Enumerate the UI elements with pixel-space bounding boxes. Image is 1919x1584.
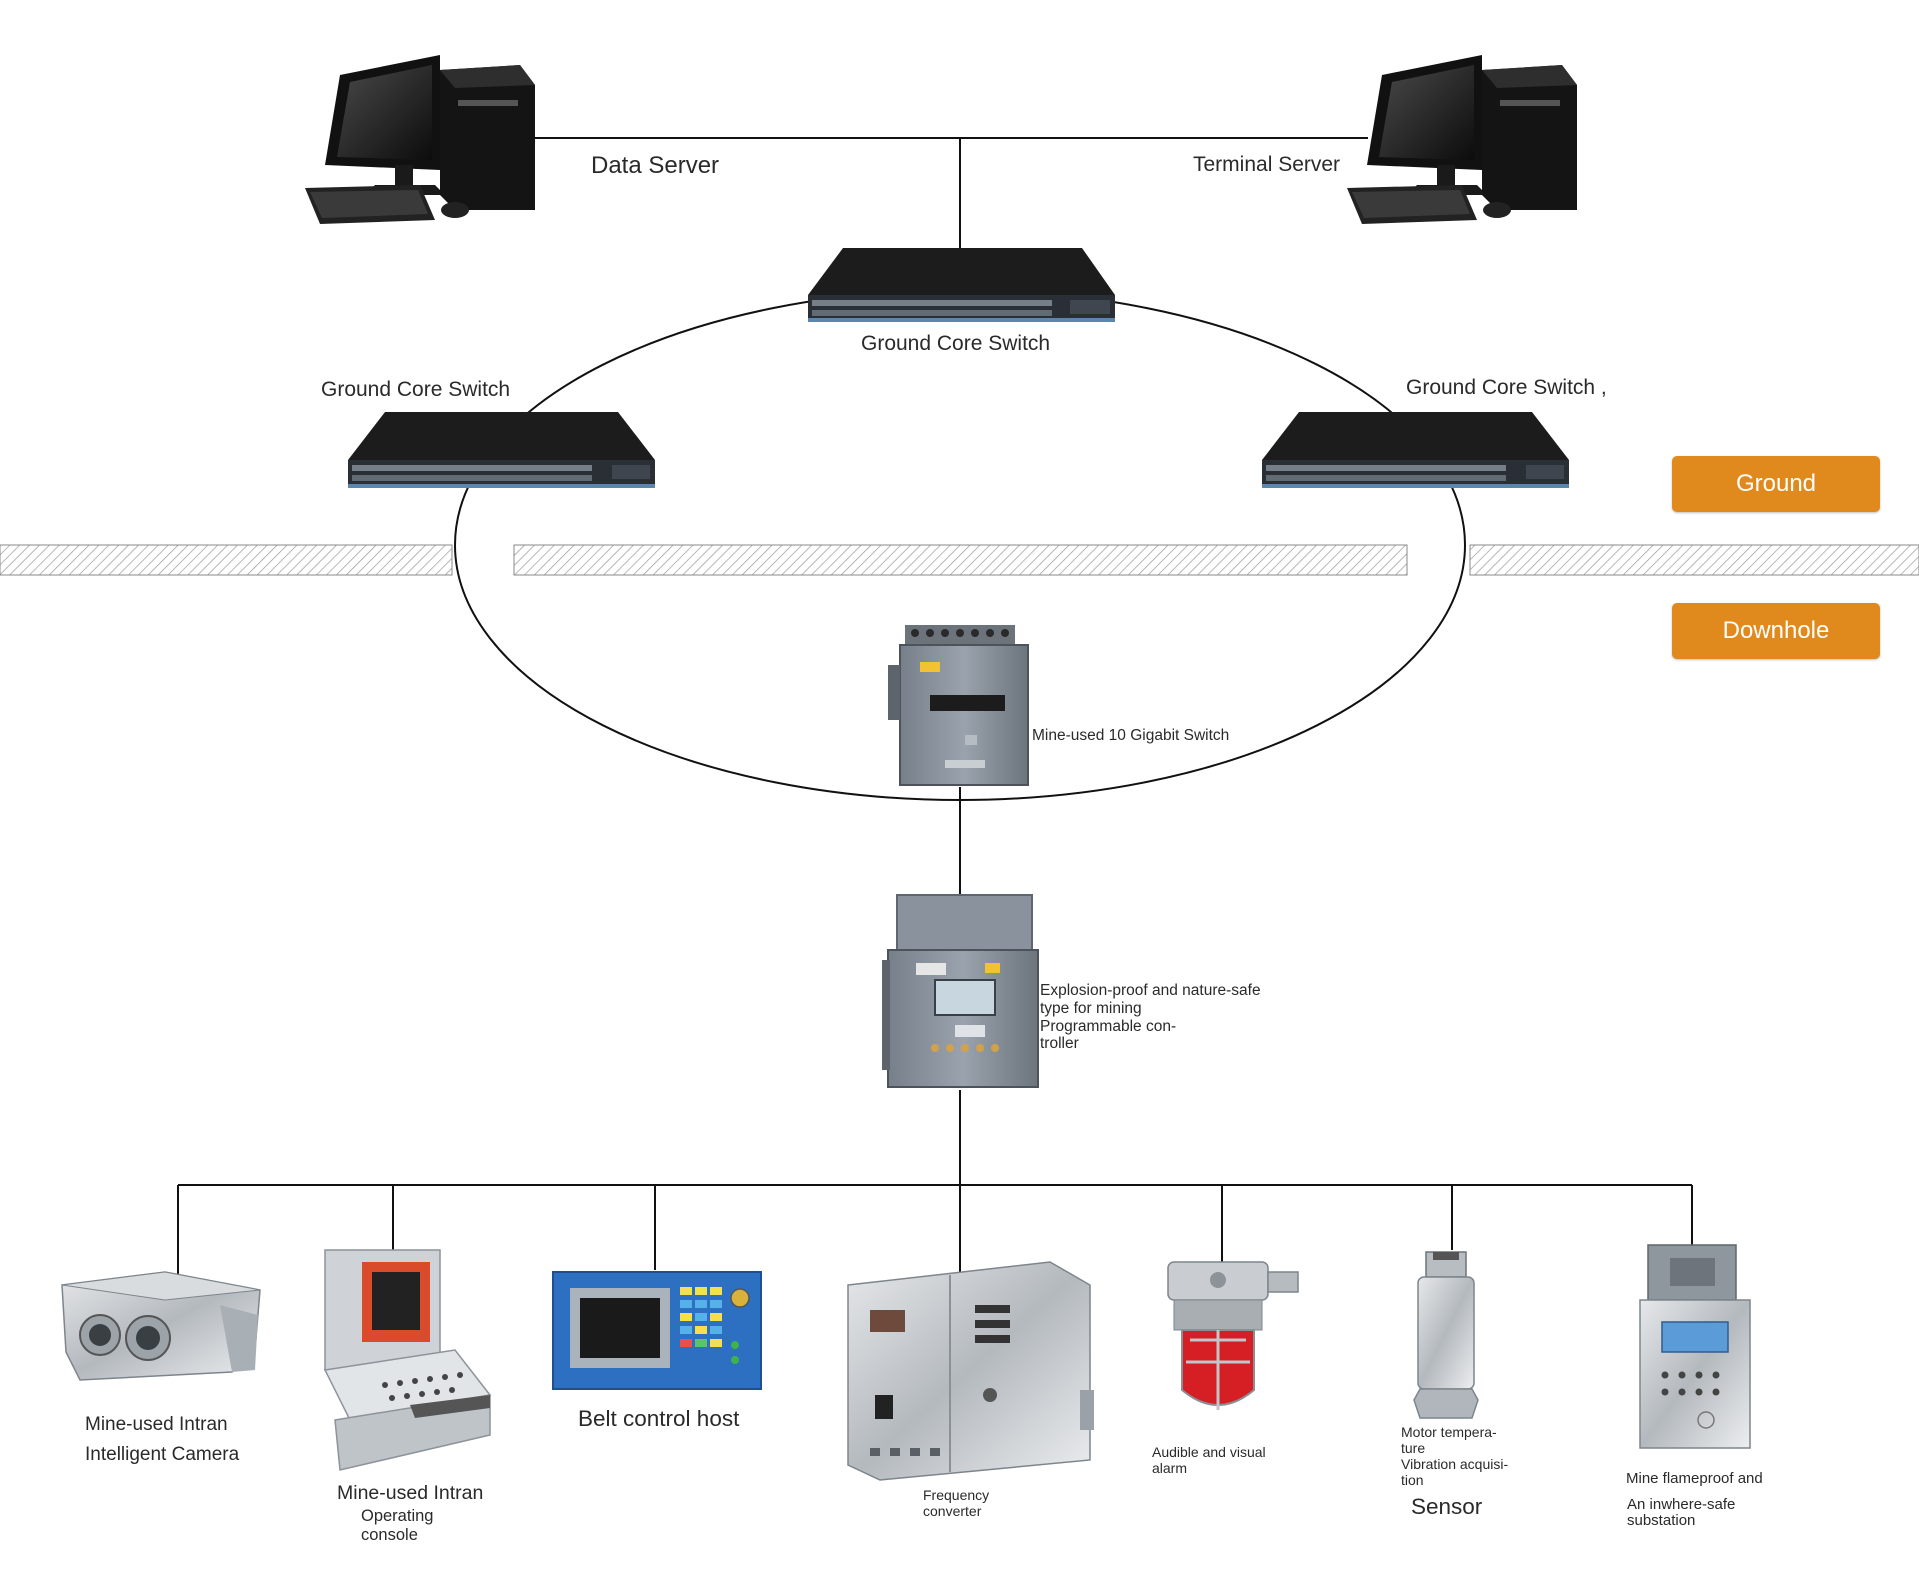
plc-cabinet-icon <box>882 894 1039 1088</box>
desktop-computer-icon <box>1347 55 1577 224</box>
camera-label: Mine-used Intran Intelligent Camera <box>85 1414 240 1466</box>
console-icon <box>323 1249 492 1471</box>
belt-host-icon <box>552 1271 762 1390</box>
belt-host-label: Belt control host <box>578 1406 740 1431</box>
converter-icon <box>847 1261 1094 1481</box>
plc-label: Explosion-proof and nature-safe type for… <box>1040 982 1261 1053</box>
network-switch-icon <box>348 412 655 488</box>
alarm-label: Audible and visual alarm <box>1152 1444 1266 1477</box>
substation-title-label: Mine flameproof and <box>1626 1470 1763 1487</box>
network-switch-icon <box>808 248 1115 322</box>
connection-lines <box>177 137 1693 1275</box>
network-switch-icon <box>1262 412 1569 488</box>
core-switch-top-label: Ground Core Switch <box>861 332 1051 355</box>
desktop-computer-icon <box>305 55 535 224</box>
terminal-server-label: Terminal Server <box>1193 153 1341 176</box>
ground-zone-button[interactable]: Ground <box>1672 456 1880 512</box>
console-title-label: Mine-used Intran <box>337 1482 484 1504</box>
sensor-title-label: Sensor <box>1411 1494 1483 1519</box>
data-server-label: Data Server <box>591 152 720 179</box>
mine-switch-label: Mine-used 10 Gigabit Switch <box>1032 727 1230 744</box>
sensor-desc-label: Motor tempera- ture Vibration acquisi- t… <box>1401 1424 1509 1489</box>
alarm-icon <box>1167 1261 1299 1410</box>
mine-switch-icon <box>888 625 1029 786</box>
camera-icon <box>61 1271 261 1381</box>
substation-icon <box>1639 1244 1751 1449</box>
console-sub-label: Operating console <box>361 1507 434 1544</box>
sensor-icon <box>1413 1251 1479 1419</box>
converter-label: Frequency converter <box>923 1487 990 1520</box>
ground-boundary <box>0 544 1919 576</box>
core-switch-left-label: Ground Core Switch <box>321 378 511 401</box>
substation-sub-label: An inwhere-safe substation <box>1627 1496 1736 1529</box>
downhole-zone-button[interactable]: Downhole <box>1672 603 1880 659</box>
core-switch-right-label: Ground Core Switch , <box>1406 376 1607 399</box>
